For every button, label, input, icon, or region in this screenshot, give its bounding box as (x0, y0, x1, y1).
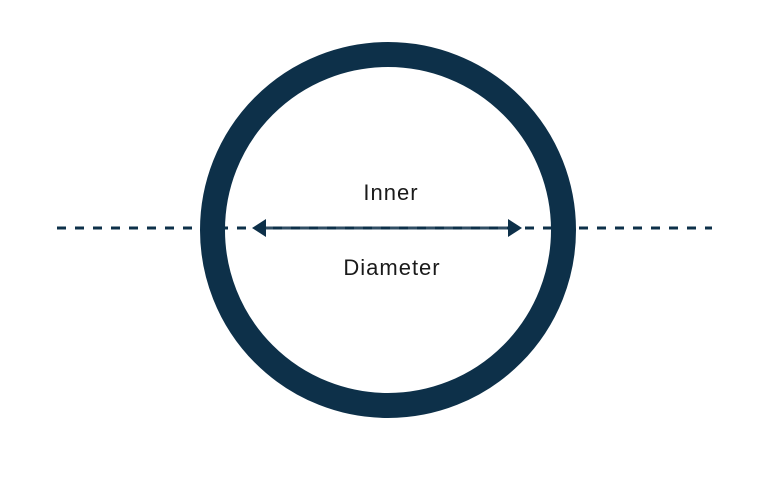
label-diameter: Diameter (343, 255, 440, 280)
arrowhead-right-icon (508, 219, 522, 237)
arrowhead-left-icon (252, 219, 266, 237)
label-inner: Inner (363, 180, 418, 205)
pipe-ring (200, 42, 576, 418)
